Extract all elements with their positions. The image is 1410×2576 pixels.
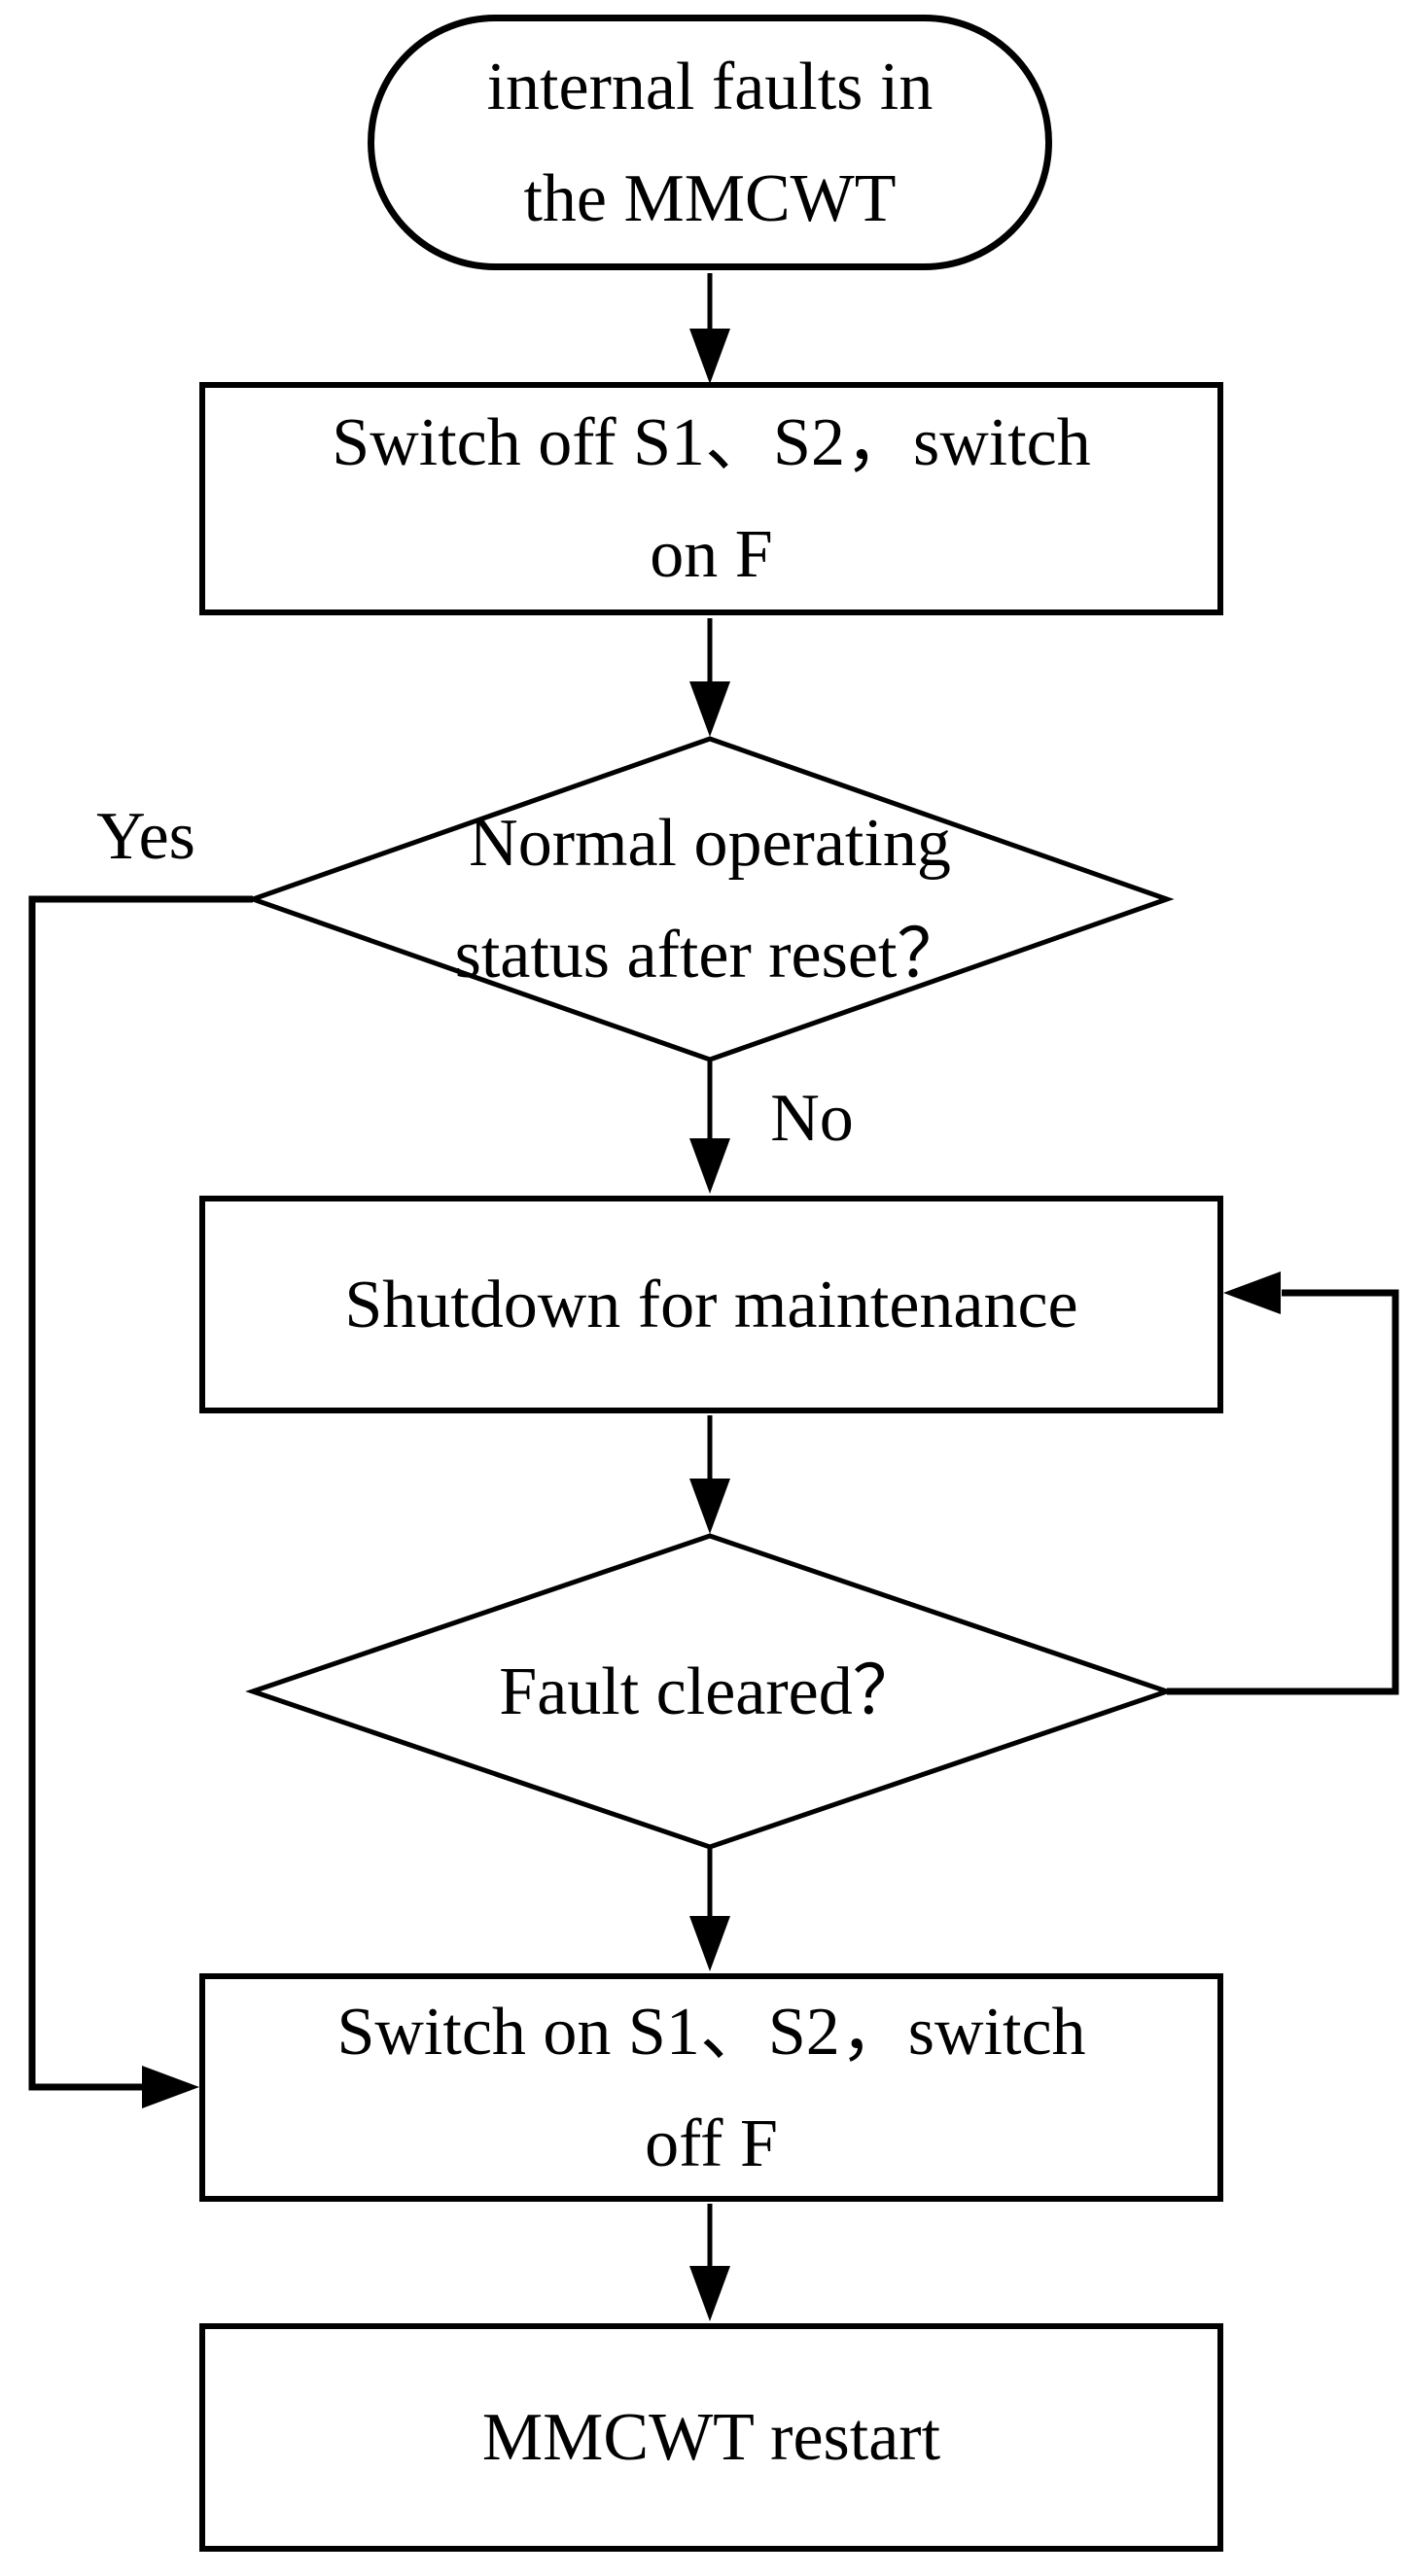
shutdown-label: Shutdown for maintenance <box>344 1267 1078 1342</box>
decision-fault-cleared-shape <box>245 1533 1175 1850</box>
decision-normal-status-label: Normal operating status after reset？ <box>272 739 1147 1060</box>
start-label-line2: the MMCWT <box>523 160 897 236</box>
node-process-restart: MMCWT restart <box>199 2323 1223 2552</box>
decision2-label: Fault cleared？ <box>499 1654 921 1729</box>
arrowhead-into-switchoff <box>689 329 730 384</box>
switch-off-label-line2: on F <box>650 517 773 592</box>
arrowhead-into-decision1 <box>689 681 730 737</box>
edge-yes-path <box>28 895 253 2091</box>
node-process-switch-off: Switch off S1、S2，switch on F <box>199 382 1223 615</box>
decision-normal-status-shape <box>245 736 1175 1062</box>
edge-loop-path <box>1167 1289 1399 1695</box>
decision-fault-cleared-label: Fault cleared？ <box>272 1536 1147 1847</box>
node-process-switch-on: Switch on S1、S2，switch off F <box>199 1973 1223 2202</box>
arrowhead-into-switchon <box>689 1916 730 1971</box>
start-label-line1: internal faults in <box>486 49 934 124</box>
switch-on-label-line2: off F <box>645 2106 778 2181</box>
edge-yes-arrowhead <box>142 2066 199 2108</box>
restart-label: MMCWT restart <box>481 2400 941 2475</box>
edge-loop-arrowhead <box>1223 1271 1281 1314</box>
decision1-label-line2: status after reset？ <box>454 918 966 992</box>
decision1-label-line1: Normal operating <box>469 806 951 881</box>
node-process-shutdown: Shutdown for maintenance <box>199 1196 1223 1413</box>
switch-off-label-line1: Switch off S1、S2，switch <box>332 405 1091 480</box>
arrowhead-into-restart <box>689 2266 730 2321</box>
edge-label-no: No <box>770 1080 854 1156</box>
edge-label-yes: Yes <box>96 798 195 874</box>
node-start-terminator: internal faults in the MMCWT <box>368 15 1052 270</box>
arrowhead-into-shutdown <box>689 1138 730 1194</box>
switch-on-label-line1: Switch on S1、S2，switch <box>336 1994 1086 2070</box>
arrowhead-into-decision2 <box>689 1479 730 1534</box>
